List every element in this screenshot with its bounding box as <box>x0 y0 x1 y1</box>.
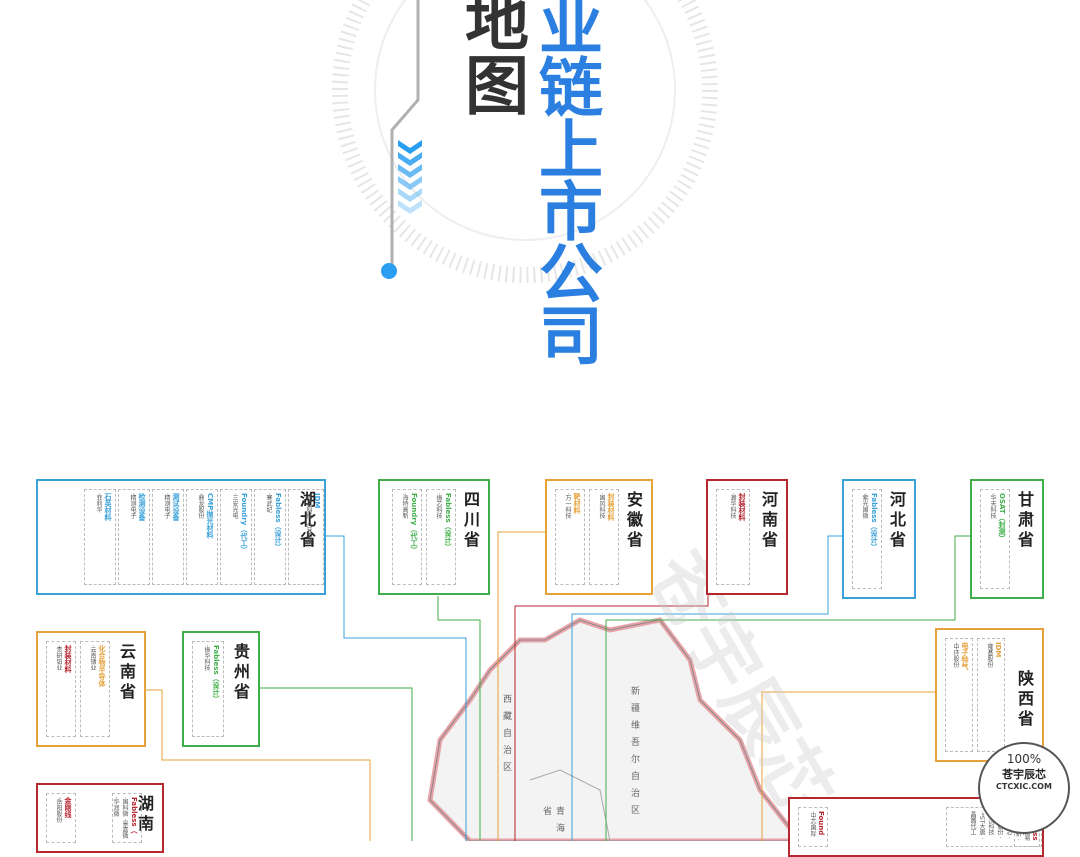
province-name: 湖南 <box>135 795 154 835</box>
title-decoration <box>332 0 718 283</box>
province-card-guizhou: 贵州省 Fabless（设计）·振华科技 <box>182 631 260 747</box>
category-column: 测试设备·精测电子 <box>152 489 184 585</box>
category-column: Fabless（设计）·振华科技 <box>192 641 224 737</box>
category-column: 封装材料·贵研铂业 <box>46 641 76 737</box>
province-name: 云南省 <box>117 643 136 703</box>
category-column: Fabless（设计）·振芯科技 <box>426 489 456 585</box>
category-column: Found·中芯国际 <box>798 807 828 847</box>
province-name: 河南省 <box>759 491 778 551</box>
category-column: OSAT（封测）·华天科技 <box>980 489 1010 589</box>
category-column: Foundry（代工）·海特高新 <box>392 489 422 585</box>
province-card-hubei: 湖北省 IDM·光迅科技 ·台基股份 Fabless（设计）·寒武纪 Found… <box>36 479 326 595</box>
category-column: IDM·隆基股份 <box>977 638 1005 752</box>
category-column: IDM·光迅科技 ·台基股份 <box>288 489 324 585</box>
province-name: 四川省 <box>461 491 480 551</box>
province-name: 贵州省 <box>231 643 250 703</box>
province-card-yunnan: 云南省 化合物半导体·云南锗业 封装材料·贵研铂业 <box>36 631 146 747</box>
province-name: 河北省 <box>887 491 906 551</box>
brand-stamp: 100% 苍宇辰芯 CTCXIC.COM <box>978 742 1070 834</box>
province-card-anhui: 安徽省 封装材料·国风科技 靶材料·万一科技 <box>545 479 653 595</box>
category-column: 石英材料·菲利华 <box>84 489 116 585</box>
title-sub: 地图 <box>454 0 528 116</box>
category-column: 金刚线·岳阳股份 <box>46 793 76 843</box>
category-column: Fabless（设计）·紫光国微 <box>852 489 882 589</box>
province-card-sichuan: 四川省 Fabless（设计）·振芯科技 Foundry（代工）·海特高新 <box>378 479 490 595</box>
category-column: CMP抛光材料·鼎龙股份 <box>186 489 218 585</box>
title-main: 业链上市公司 <box>528 0 602 364</box>
map-label-qinghai: 青海省 <box>541 806 564 840</box>
province-card-henan: 河南省 封装材料·瀚华科技 <box>706 479 788 595</box>
province-card-shaanxi: 陕西省 IDM·隆基股份 电子特气·中环股份 <box>935 628 1044 762</box>
category-column: Foundry（代工）·三安光电 <box>220 489 252 585</box>
province-name: 甘肃省 <box>1015 491 1034 551</box>
province-card-hunan: 湖南 Fabless（·国科微 ·景嘉微 ·华润微 金刚线·岳阳股份 <box>36 783 164 853</box>
category-column: 电子特气·中环股份 <box>945 638 973 752</box>
province-name: 安徽省 <box>624 491 643 551</box>
category-column: 封装材料·国风科技 <box>589 489 619 585</box>
category-column: Fabless（·国科微 ·景嘉微 ·华润微 <box>112 793 142 843</box>
province-name: 陕西省 <box>1015 670 1034 730</box>
province-card-gansu: 甘肃省 OSAT（封测）·华天科技 <box>970 479 1044 599</box>
category-column: Fabless（设计）·寒武纪 <box>254 489 286 585</box>
category-column: 靶材料·万一科技 <box>555 489 585 585</box>
province-card-hebei: 河北省 Fabless（设计）·紫光国微 <box>842 479 916 599</box>
map-label-xizang: 西藏自治区 <box>501 694 511 779</box>
map-label-xinjiang: 新疆维吾尔自治区 <box>629 686 639 822</box>
category-column: 检测设备·精测电子 <box>118 489 150 585</box>
category-column: 化合物半导体·云南锗业 <box>80 641 110 737</box>
province-name: 湖北省 <box>297 491 316 551</box>
category-column: 封装材料·瀚华科技 <box>716 489 750 585</box>
